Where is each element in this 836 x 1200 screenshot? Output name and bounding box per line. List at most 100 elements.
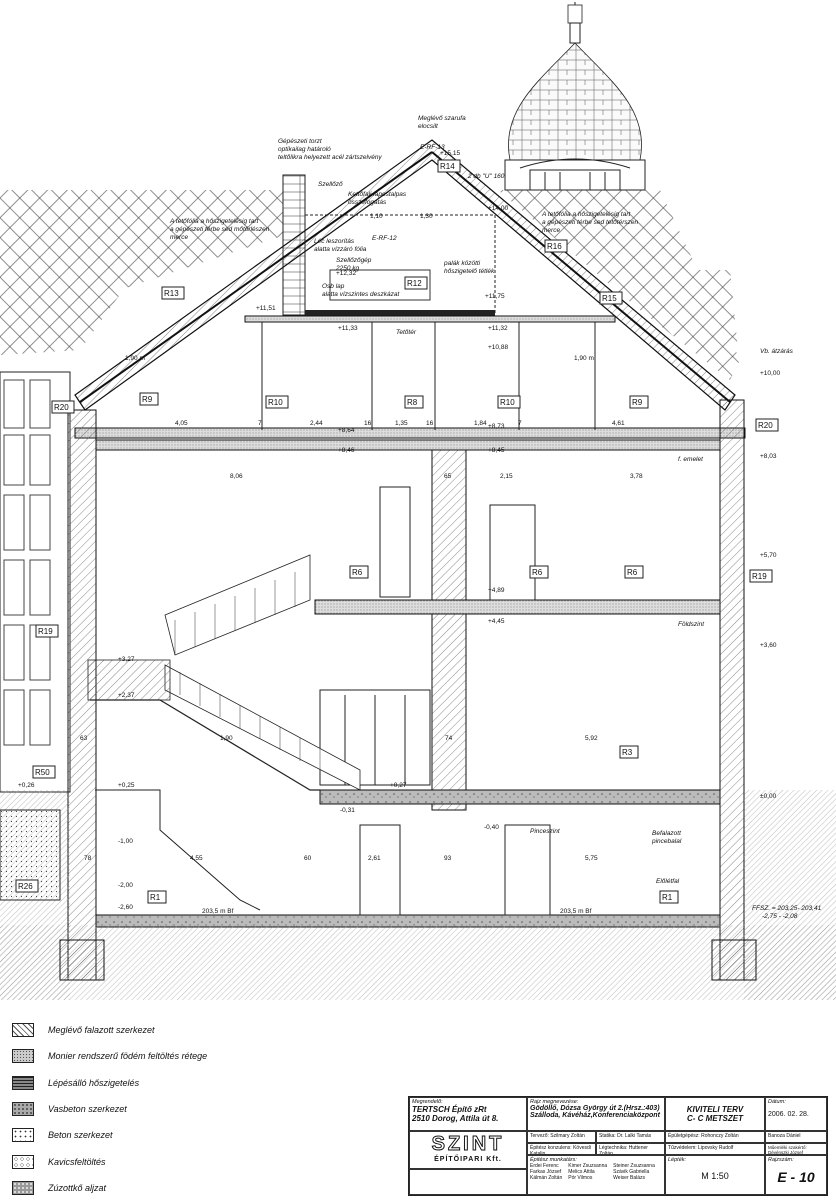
section-drawing: R9 R10 R8 R10 R9 R13 R15 R16 R14 R12 R6 … bbox=[0, 2, 836, 1000]
svg-text:203,5 m Bf: 203,5 m Bf bbox=[560, 908, 592, 915]
project-cell: Rajz megnevezése: Gödöllő, Dózsa György … bbox=[527, 1097, 665, 1131]
background-roof-right bbox=[498, 190, 740, 380]
svg-text:a gépészeti térbe sed mőtörlés: a gépészeti térbe sed mőtörlészen bbox=[170, 226, 270, 233]
partner: Kálmán Zoltán bbox=[530, 1175, 563, 1181]
svg-text:2250 kg: 2250 kg bbox=[335, 265, 360, 272]
onion-dome bbox=[504, 2, 646, 191]
svg-text:+0,27: +0,27 bbox=[390, 782, 407, 789]
svg-text:+8,73: +8,73 bbox=[488, 423, 505, 430]
plan-type-cell: KIVITELI TERV C- C METSZET bbox=[665, 1097, 765, 1131]
drawing-number-label: Rajzszám: bbox=[768, 1157, 794, 1163]
svg-text:Tetőtér: Tetőtér bbox=[396, 329, 417, 336]
svg-text:1,10: 1,10 bbox=[370, 213, 383, 220]
legend-item: Beton szerkezet bbox=[12, 1125, 113, 1145]
project-line-2: Szálloda, Kávéház,Konferenciaközpont bbox=[530, 1112, 660, 1119]
svg-text:R20: R20 bbox=[54, 403, 69, 412]
svg-text:-2,60: -2,60 bbox=[118, 904, 133, 911]
svg-text:2,44: 2,44 bbox=[310, 420, 323, 427]
date-cell: Dátum: 2006. 02. 28. bbox=[765, 1097, 827, 1131]
svg-text:1,84: 1,84 bbox=[474, 420, 487, 427]
svg-text:+11,51: +11,51 bbox=[256, 305, 276, 312]
svg-text:+3,27: +3,27 bbox=[118, 656, 135, 663]
svg-text:a gépészeti térbe sed tetőtérs: a gépészeti térbe sed tetőtérszen bbox=[542, 219, 639, 226]
svg-text:+10,88: +10,88 bbox=[488, 344, 508, 351]
svg-text:65: 65 bbox=[444, 473, 452, 480]
svg-text:optikailag határoló: optikailag határoló bbox=[278, 146, 331, 153]
svg-text:16: 16 bbox=[426, 420, 434, 427]
svg-text:-1,00: -1,00 bbox=[118, 838, 133, 845]
svg-text:Meglévő szarufa: Meglévő szarufa bbox=[418, 115, 466, 122]
interior-name: Banoza Dániel bbox=[768, 1133, 801, 1139]
interior-cell: Banoza Dániel bbox=[765, 1131, 827, 1143]
drawing-number-cell: Rajzszám: E - 10 bbox=[765, 1155, 827, 1195]
svg-text:R3: R3 bbox=[622, 748, 633, 757]
fire-name: Lipovsky Rudolf bbox=[698, 1145, 734, 1151]
svg-text:f. emelet: f. emelet bbox=[678, 456, 704, 463]
legend-item: Zúzottkő aljzat bbox=[12, 1178, 106, 1198]
legend-item: Monier rendszerű födém feltöltés rétege bbox=[12, 1046, 207, 1066]
project-line-1: Gödöllő, Dózsa György út 2.(Hrsz.:403) bbox=[530, 1105, 660, 1112]
partner: Kimer Zsuzsanna bbox=[568, 1163, 608, 1169]
svg-text:+2,37: +2,37 bbox=[118, 692, 135, 699]
partner: Erdei Ferenc bbox=[530, 1163, 559, 1169]
legend-label: Monier rendszerű födém feltöltés rétege bbox=[48, 1051, 208, 1061]
svg-text:-2,75 - -2,08: -2,75 - -2,08 bbox=[762, 913, 798, 920]
partner: Melics Attila bbox=[568, 1169, 595, 1175]
svg-text:+11,33: +11,33 bbox=[338, 325, 358, 332]
svg-text:+14,00: +14,00 bbox=[488, 205, 508, 212]
right-wall bbox=[719, 399, 745, 981]
room-labels: R9 R10 R8 R10 R9 R13 R15 R16 R14 R12 R6 … bbox=[15, 159, 779, 904]
staircase bbox=[87, 554, 361, 911]
elec-name: Huttener Zoltán bbox=[599, 1145, 648, 1155]
svg-text:93: 93 bbox=[444, 855, 452, 862]
statics-cell: Statika: Dr. Lalki Tamás bbox=[596, 1131, 665, 1143]
svg-text:+3,60: +3,60 bbox=[760, 642, 777, 649]
svg-text:R1: R1 bbox=[150, 893, 161, 902]
statics-label: Statika: bbox=[599, 1133, 616, 1139]
svg-text:+11,75: +11,75 bbox=[485, 293, 505, 300]
svg-text:+8,64: +8,64 bbox=[338, 427, 355, 434]
svg-text:alatta vízzáró fólia: alatta vízzáró fólia bbox=[314, 246, 367, 253]
notes: Meglévő szarufa elocsilt Gépészeti torzt… bbox=[169, 115, 822, 920]
elec-cell: Légtechnika: Huttener Zoltán bbox=[596, 1143, 665, 1155]
svg-text:összefogatás: összefogatás bbox=[348, 199, 387, 206]
partner: Steiner Zsuzsanna bbox=[613, 1163, 655, 1169]
company-name: SZINT bbox=[431, 1133, 505, 1156]
svg-text:Befalazott: Befalazott bbox=[652, 830, 682, 837]
svg-text:4,61: 4,61 bbox=[612, 420, 625, 427]
svg-text:1,35: 1,35 bbox=[395, 420, 408, 427]
designer-name: Szilmary Zoltán bbox=[550, 1133, 585, 1139]
svg-text:Osb lap: Osb lap bbox=[322, 283, 345, 290]
svg-text:R1: R1 bbox=[662, 893, 673, 902]
misc-text: Műemléki szakértő: Dévénszki József bbox=[768, 1145, 807, 1155]
svg-text:1,90 m: 1,90 m bbox=[574, 355, 594, 362]
legend-item: Lépésálló hőszigetelés bbox=[12, 1073, 139, 1093]
central-wall bbox=[431, 439, 467, 811]
consult-name: Kövesdi Katalin bbox=[530, 1145, 591, 1155]
svg-text:hőszigetelő tétlék: hőszigetelő tétlék bbox=[444, 268, 495, 275]
svg-text:5,92: 5,92 bbox=[585, 735, 598, 742]
svg-text:R14: R14 bbox=[440, 162, 455, 171]
svg-text:+8,45: +8,45 bbox=[488, 447, 505, 454]
svg-text:74: 74 bbox=[445, 735, 453, 742]
svg-text:5,75: 5,75 bbox=[585, 855, 598, 862]
svg-text:2,15: 2,15 bbox=[500, 473, 513, 480]
company-logo: SZINT ÉPÍTŐIPARI Kft. bbox=[409, 1131, 527, 1169]
legend-label: Zúzottkő aljzat bbox=[48, 1183, 107, 1193]
svg-text:Gépészeti torzt: Gépészeti torzt bbox=[278, 138, 323, 145]
svg-text:Előlétfal: Előlétfal bbox=[656, 878, 680, 885]
svg-text:±0,00: ±0,00 bbox=[760, 793, 777, 800]
partner: Pór Vilmos bbox=[568, 1175, 593, 1181]
legend-item: Meglévő falazott szerkezet bbox=[12, 1020, 155, 1040]
designer-cell: Tervező: Szilmary Zoltán bbox=[527, 1131, 596, 1143]
mech-cell: Épületgépész: Rohonczy Zoltán bbox=[665, 1131, 765, 1143]
svg-text:+12,32: +12,32 bbox=[336, 270, 356, 277]
date-label: Dátum: bbox=[768, 1099, 786, 1105]
svg-text:-2,00: -2,00 bbox=[118, 882, 133, 889]
background-roof-left-2 bbox=[0, 225, 170, 355]
svg-text:63: 63 bbox=[80, 735, 88, 742]
svg-text:FFSZ. = 203,25- 203,41: FFSZ. = 203,25- 203,41 bbox=[752, 905, 822, 912]
svg-text:+8,46: +8,46 bbox=[338, 447, 355, 454]
svg-text:R9: R9 bbox=[632, 398, 643, 407]
legend-label: Lépésálló hőszigetelés bbox=[48, 1078, 140, 1088]
